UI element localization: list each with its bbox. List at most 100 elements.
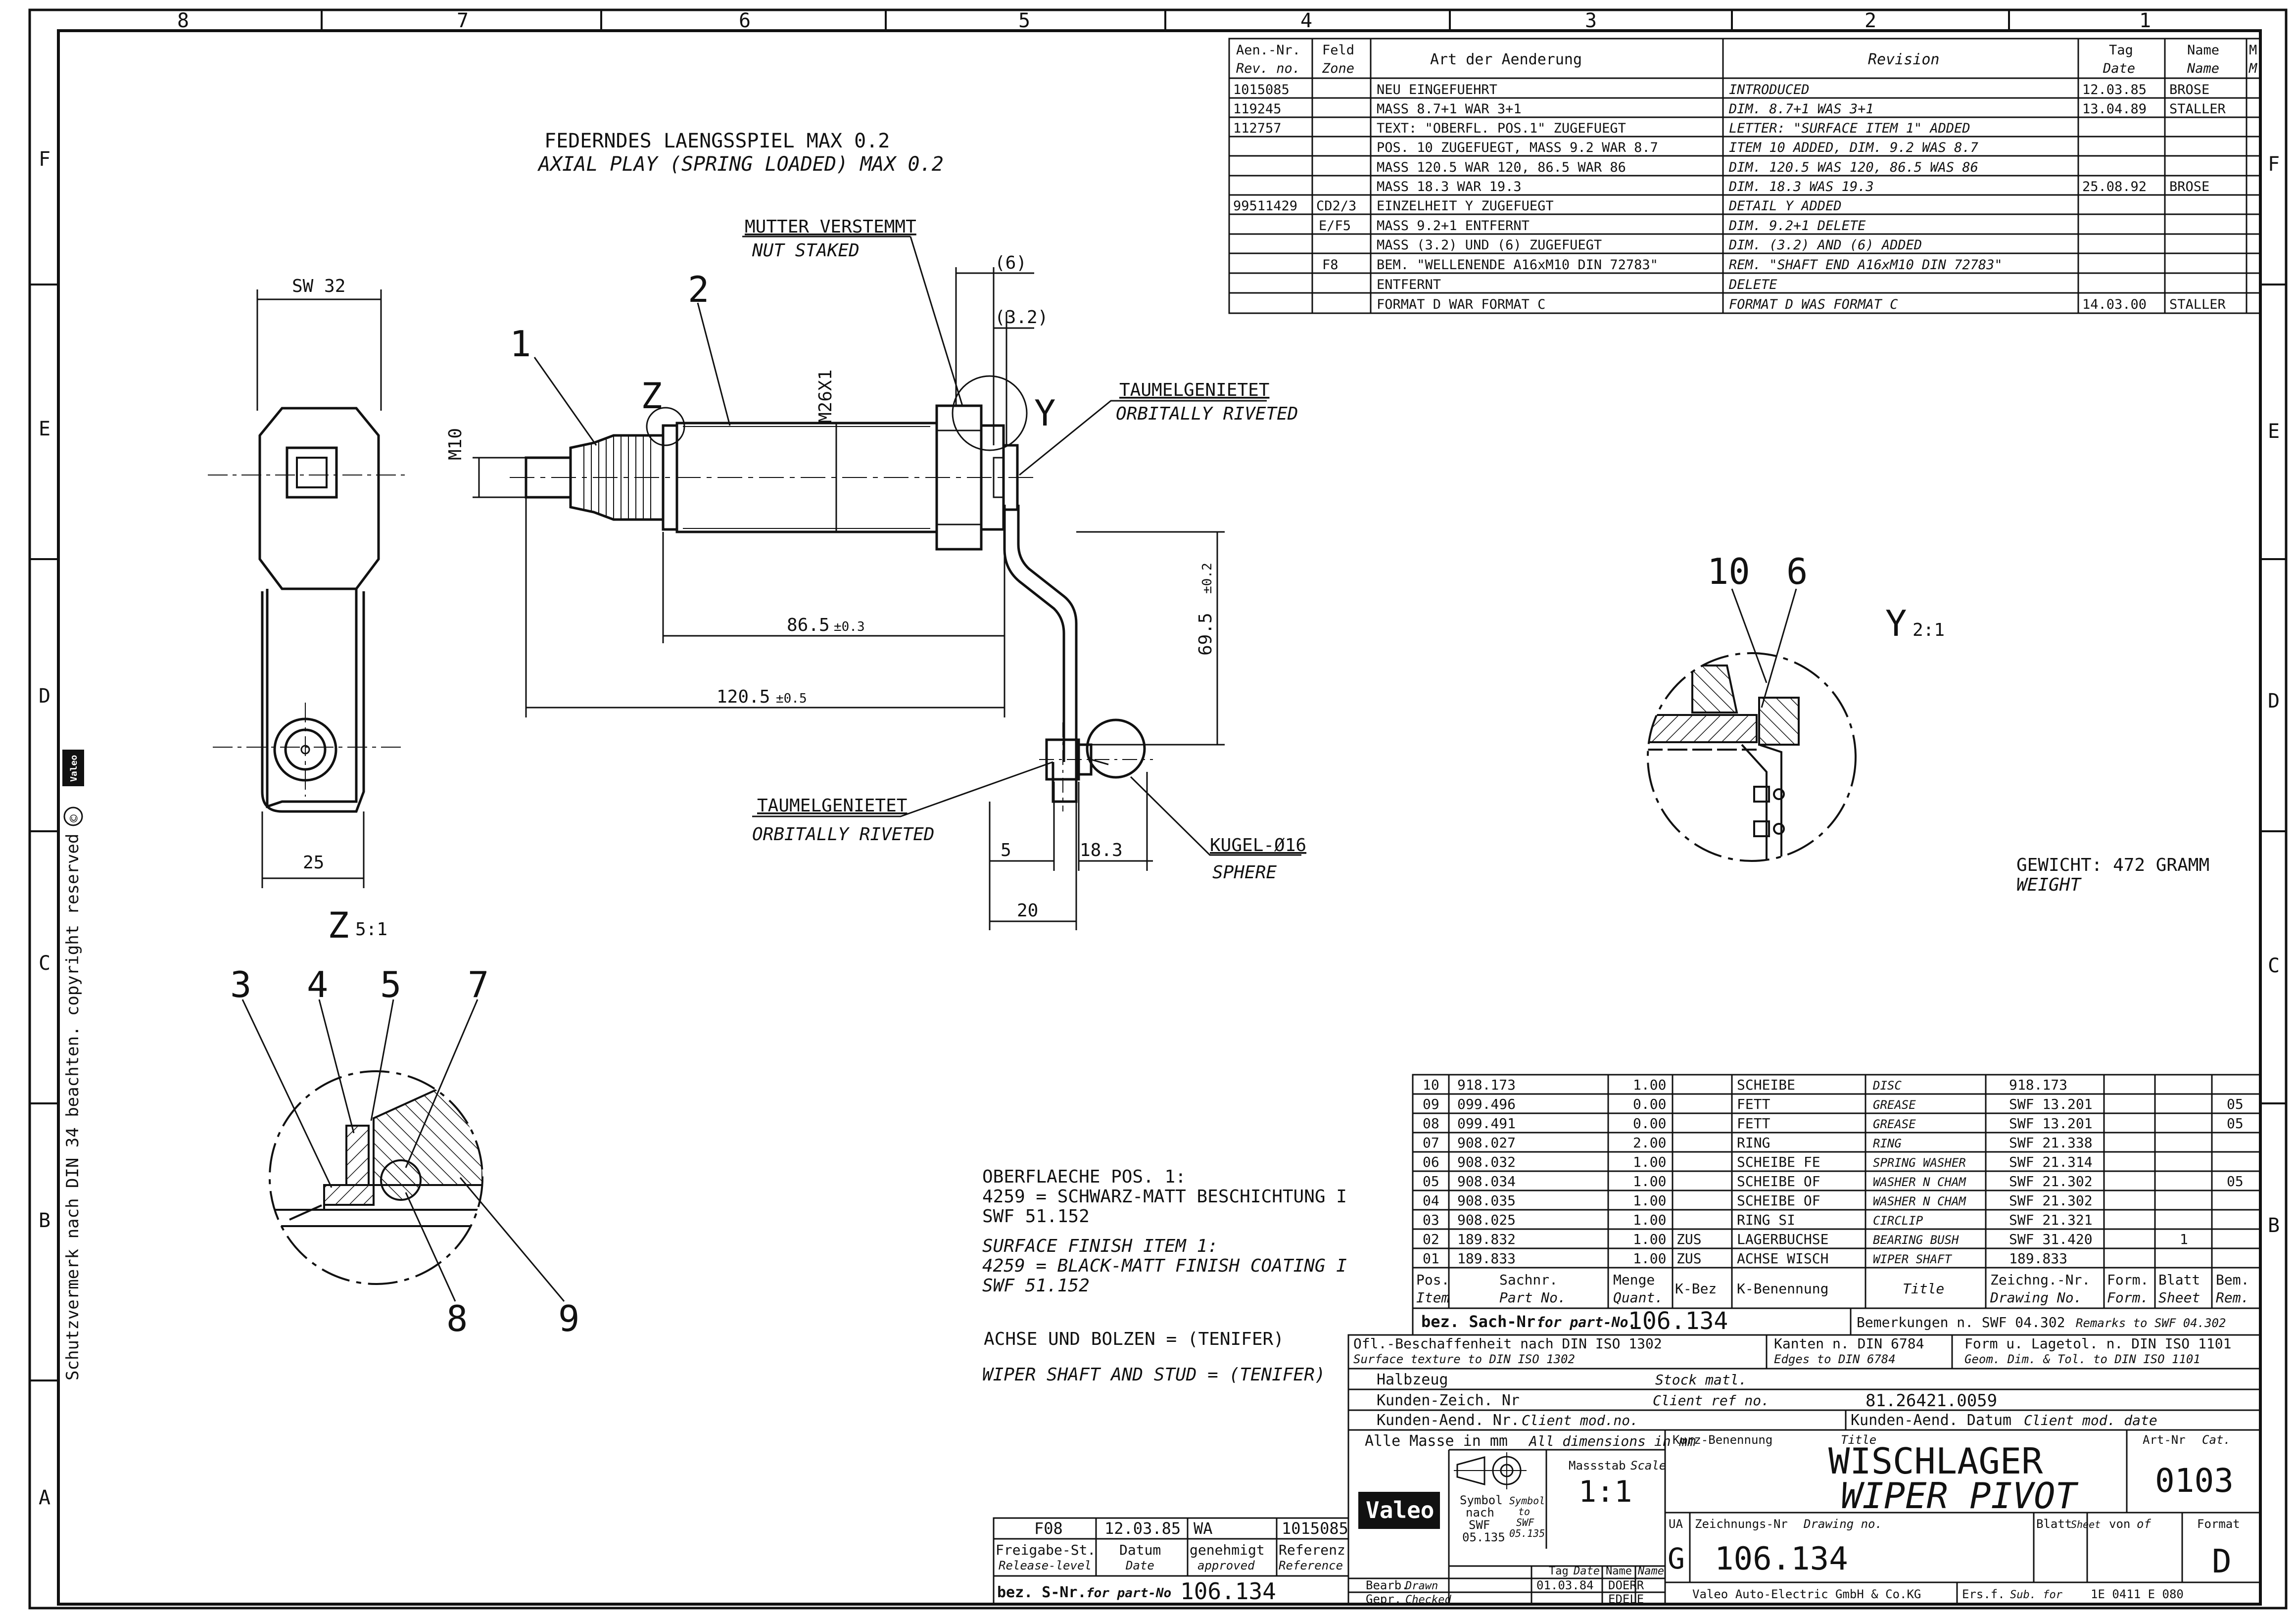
- bom-h-title: Title: [1903, 1281, 1944, 1297]
- bom-pos: 06: [1423, 1154, 1439, 1170]
- rel-l1e: Release-level: [999, 1559, 1092, 1572]
- bom-h-form-en: Form.: [2107, 1289, 2149, 1306]
- zone-top-1: 1: [2139, 9, 2151, 32]
- valeo-logo: [1358, 1492, 1440, 1529]
- bom-drawing: SWF 13.201: [2009, 1115, 2093, 1132]
- balloon-5-leader: [370, 999, 394, 1121]
- shaft-tenifer-en: WIPER SHAFT AND STUD = (TENIFER): [982, 1365, 1326, 1385]
- rel-bez: bez. S-Nr.: [997, 1584, 1087, 1601]
- bom-name-en: WASHER N CHAM: [1873, 1194, 1966, 1208]
- tb-cat: Cat.: [2202, 1433, 2231, 1447]
- revision-table-text: Aen.-Nr. Rev. no. Feld Zone Art der Aend…: [1233, 43, 2258, 312]
- detail-y-outline: [1647, 652, 1857, 862]
- rev-r0-date: 12.03.85: [2082, 82, 2147, 97]
- bom-h-sheet-en: Sheet: [2158, 1289, 2200, 1306]
- detail-y-scale: 2:1: [1913, 620, 1945, 640]
- dim-3-2: (3.2): [995, 307, 1048, 328]
- rel-bez-val: 106.134: [1180, 1578, 1276, 1605]
- tb-checked: Checked: [1405, 1594, 1451, 1606]
- bom-drawing: 189.833: [2009, 1250, 2067, 1267]
- detail-z-edge: [289, 1204, 322, 1221]
- balloon-6-leader: [1761, 588, 1797, 708]
- rev-head-name-en: Name: [2187, 61, 2219, 76]
- detail-y-label: Y: [1885, 603, 1907, 644]
- tb-zeich: Zeichnungs-Nr: [1695, 1517, 1788, 1531]
- rev-head-date: Tag: [2109, 43, 2133, 58]
- detail-y: Y 2:1 10 6: [1647, 551, 1945, 862]
- balloon-6: 6: [1786, 551, 1808, 592]
- lower-notes: TAUMELGENIETET ORBITALLY RIVETED KUGEL-Ø…: [752, 761, 1306, 883]
- zone-left-D: D: [39, 685, 50, 708]
- bom-name-en: SPRING WASHER: [1873, 1156, 1966, 1170]
- rev-r3-de: POS. 10 ZUGEFUEGT, MASS 9.2 WAR 8.7: [1377, 140, 1658, 155]
- zone-right-E: E: [2268, 420, 2280, 443]
- bom-remark: 05: [2227, 1115, 2244, 1132]
- bom-partno: 908.025: [1457, 1212, 1516, 1228]
- rev-r0-no: 1015085: [1233, 82, 1290, 97]
- tb-drawn: Drawn: [1405, 1580, 1438, 1592]
- tb-tag: Tag: [1549, 1565, 1569, 1577]
- rev-r9-en: REM. "SHAFT END A16xM10 DIN 72783": [1729, 257, 2003, 273]
- tb-ers: Ers.f.: [1962, 1587, 2005, 1601]
- bom-kbez: ZUS: [1676, 1250, 1702, 1267]
- rel-l3e: approved: [1197, 1559, 1255, 1572]
- orbital-rivet-en: ORBITALLY RIVETED: [1116, 404, 1298, 424]
- tb-bearb: Bearb.: [1366, 1578, 1409, 1592]
- rel-bez-en: for part-No: [1086, 1586, 1171, 1601]
- rev-r6-en: DETAIL Y ADDED: [1728, 198, 1842, 214]
- axial-play-en: AXIAL PLAY (SPRING LOADED) MAX 0.2: [537, 153, 944, 176]
- rev-r5-date: 25.08.92: [2082, 179, 2147, 194]
- bom-name-de: RING: [1737, 1135, 1770, 1151]
- tb-bearb-name: DOERR: [1608, 1578, 1644, 1592]
- rev-r6-no: 99511429: [1233, 198, 1297, 214]
- axial-play-de: FEDERNDES LAENGSSPIEL MAX 0.2: [544, 130, 890, 152]
- balloon-10-leader: [1731, 588, 1768, 683]
- bom-bez-label-en: for part-No.: [1536, 1314, 1636, 1331]
- nut-staked-arrow: [909, 236, 963, 406]
- balloon-7-leader: [405, 999, 478, 1168]
- tb-sheet: Sheet: [2071, 1519, 2101, 1530]
- zone-left-E: E: [39, 418, 50, 440]
- balloon-5: 5: [380, 964, 401, 1005]
- orbital-rivet2-en: ORBITALLY RIVETED: [752, 824, 934, 845]
- bom-h-drawing-en: Drawing No.: [1990, 1289, 2082, 1306]
- zone-left-C: C: [39, 952, 50, 975]
- tb-client-mod-date: Client mod. date: [2024, 1412, 2157, 1428]
- tb-name: Name: [1606, 1565, 1632, 1577]
- rev-r7-en: DIM. 9.2+1 DELETE: [1728, 218, 1866, 234]
- rev-r1-de: MASS 8.7+1 WAR 3+1: [1377, 101, 1522, 117]
- bom-name-de: RING SI: [1737, 1212, 1795, 1228]
- tb-kunden: Kunden-Zeich. Nr: [1377, 1392, 1520, 1409]
- bom-name-en: RING: [1873, 1137, 1902, 1150]
- bom-name-de: SCHEIBE: [1737, 1077, 1795, 1093]
- bom-name-en: WASHER N CHAM: [1873, 1175, 1966, 1189]
- tb-drawing-no-en: Drawing no.: [1803, 1517, 1882, 1531]
- bom-drawing: SWF 21.302: [2009, 1173, 2093, 1189]
- rel-l4: Referenz: [1279, 1542, 1345, 1558]
- bom-name-en: GREASE: [1873, 1117, 1916, 1131]
- tb-of: of: [2137, 1517, 2151, 1531]
- dim-120-5: 120.5: [717, 687, 770, 707]
- balloon-3: 3: [230, 964, 251, 1005]
- orbital-rivet2-leader: [752, 761, 1053, 817]
- bom-bez-label: bez. Sach-Nr.: [1421, 1312, 1545, 1331]
- rev-r0-en: INTRODUCED: [1729, 82, 1810, 97]
- tb-client-ref: Client ref no.: [1653, 1392, 1770, 1409]
- zone-left-B: B: [39, 1209, 50, 1232]
- bom-partno: 908.034: [1457, 1173, 1516, 1189]
- zone-top-4: 4: [1300, 9, 1312, 32]
- balloon-9-leader: [459, 1177, 565, 1302]
- tb-symbol-en-2: to: [1518, 1506, 1530, 1518]
- surface-en-3: SWF 51.152: [982, 1276, 1090, 1296]
- tb-ua: UA: [1669, 1517, 1683, 1531]
- tb-format: Format: [2197, 1517, 2240, 1531]
- rev-head-date-en: Date: [2103, 61, 2135, 76]
- rev-r1-no: 119245: [1233, 101, 1282, 117]
- copyright-symbol: ©: [67, 814, 82, 822]
- view-z-circle: [646, 407, 685, 446]
- nut-staked-en: NUT STAKED: [752, 240, 860, 261]
- bom-h-qty: Menge: [1613, 1272, 1655, 1288]
- tb-massstab: Massstab: [1569, 1459, 1626, 1473]
- bom-drawing: 918.173: [2009, 1077, 2067, 1093]
